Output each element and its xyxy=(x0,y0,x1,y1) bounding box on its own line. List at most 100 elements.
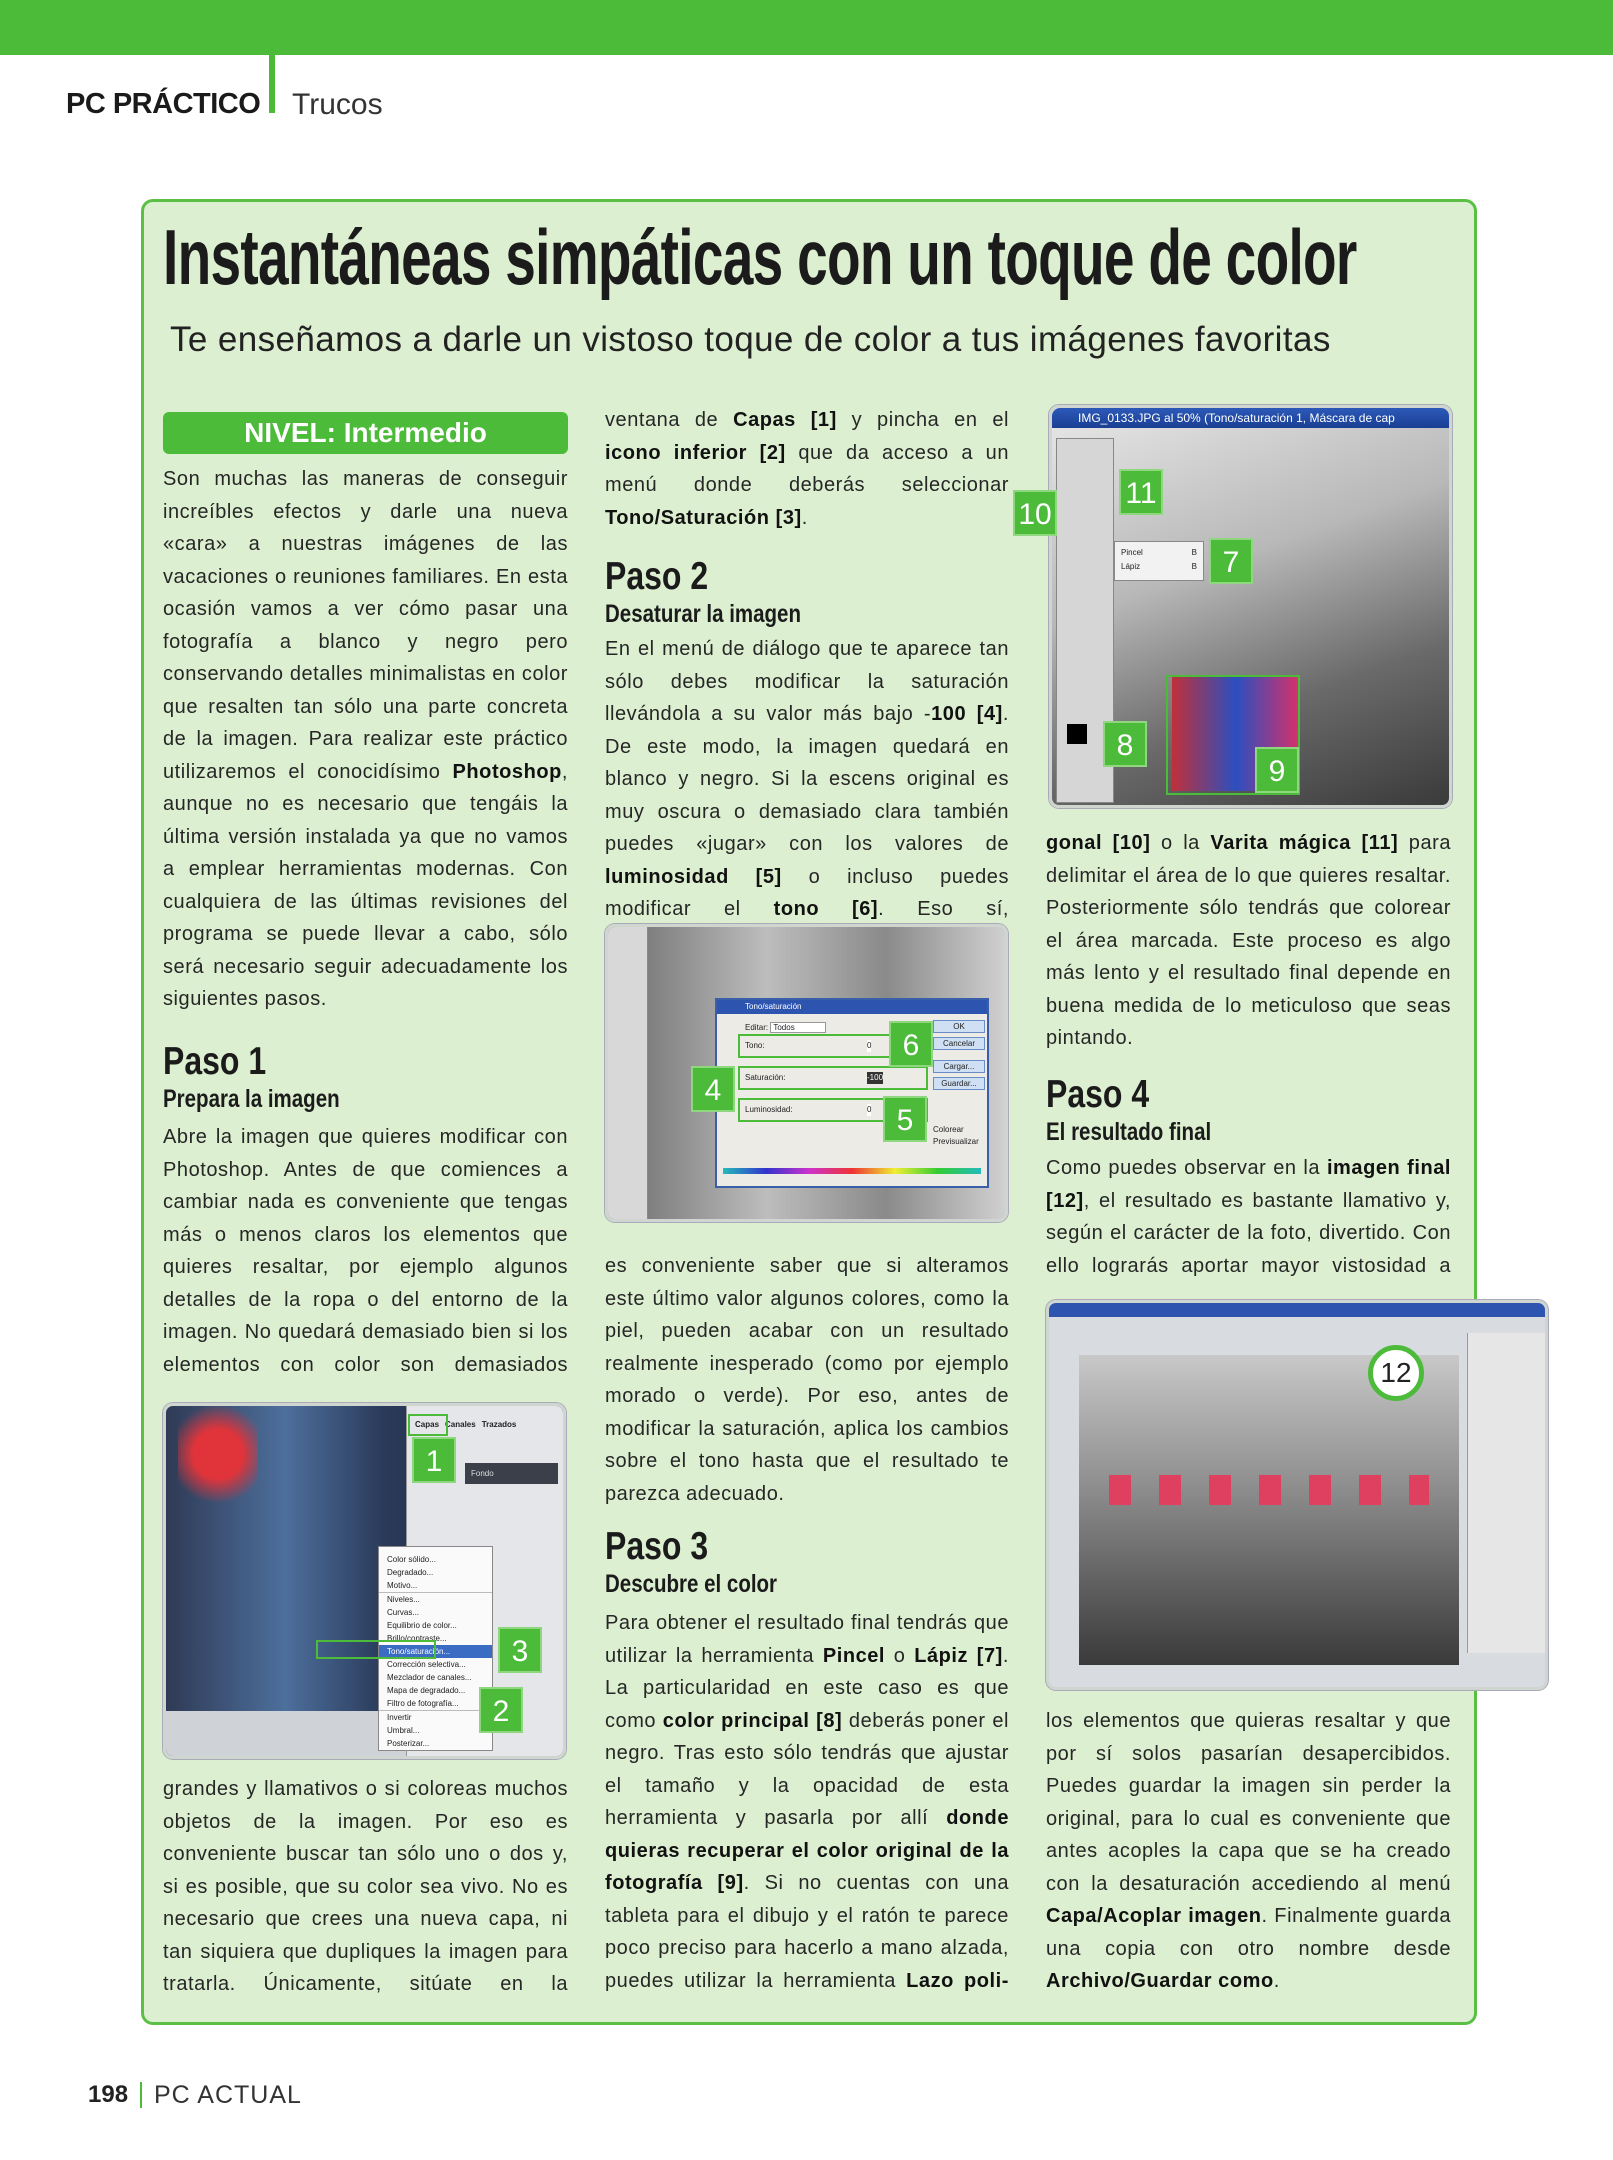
bold-text: imagen final [12] xyxy=(1046,1157,1451,1212)
top-color-bar xyxy=(0,0,1613,55)
text-run: , el resultado es bastante llamativo y, … xyxy=(1046,1189,1451,1277)
text-run: los elementos que quieras resaltar y que… xyxy=(1046,1710,1451,1895)
text-run: o la xyxy=(1150,832,1211,854)
text-run: es conveniente saber que si alteramos es… xyxy=(605,1255,1009,1505)
callout-7: 7 xyxy=(1209,538,1253,584)
menu-item: Invertir xyxy=(379,1710,492,1724)
bold-text: color principal [8] xyxy=(662,1709,843,1732)
colorize-checkbox: Colorear xyxy=(933,1125,964,1134)
callout-11: 11 xyxy=(1119,469,1163,515)
step-2-paragraph-cont: es conveniente saber que si alteramos es… xyxy=(605,1250,1009,1510)
palettes xyxy=(1467,1333,1545,1653)
callout-2: 2 xyxy=(479,1687,523,1733)
highlight-menu-item xyxy=(316,1640,436,1659)
tab-canales: Canales xyxy=(445,1420,476,1429)
brush-flyout: Pincel B Lápiz B xyxy=(1114,541,1204,581)
bold-text: luminosidad [5] xyxy=(605,865,782,888)
text-run: . xyxy=(801,506,808,529)
menu-item: Color sólido... xyxy=(387,1555,436,1564)
page-number: 198 xyxy=(88,2081,129,2108)
step-3-paragraph: Para obtener el resultado final tendrás … xyxy=(605,1607,1009,1997)
tools-screenshot: IMG_0133.JPG al 50% (Tono/saturación 1, … xyxy=(1013,405,1452,808)
magazine-name: PC ACTUAL xyxy=(154,2081,302,2109)
step-4-title: Paso 4 xyxy=(1046,1073,1150,1116)
lightness-label: Luminosidad: xyxy=(745,1105,793,1114)
callout-4: 4 xyxy=(691,1066,735,1112)
text-run: o incluso puedes modificar el xyxy=(605,865,1009,921)
lightness-value: 0 xyxy=(867,1104,872,1116)
menu-item: Degradado... xyxy=(387,1568,434,1577)
bold-text: Lazo poli- xyxy=(906,1969,1009,1992)
save-button: Guardar... xyxy=(933,1077,985,1090)
article-subtitle: Te enseñamos a darle un vistoso toque de… xyxy=(170,320,1331,359)
text-run: ventana de xyxy=(605,409,734,431)
step-1-paragraph-end: ventana de Capas [1] y pincha en el icon… xyxy=(605,404,1009,534)
step-2-subtitle: Desaturar la imagen xyxy=(605,600,801,628)
menu-item: Umbral... xyxy=(387,1726,420,1735)
step-1-title: Paso 1 xyxy=(163,1040,267,1083)
step-3-paragraph-cont: gonal [10] o la Varita mágica [11] para … xyxy=(1046,827,1451,1055)
dialog-title: Tono/saturación xyxy=(717,1000,987,1014)
highlight-capas-tab xyxy=(408,1414,448,1436)
edit-label: Editar: xyxy=(745,1023,769,1032)
adjustment-menu: Color sólido...Degradado...Motivo...Nive… xyxy=(378,1546,493,1751)
ok-button: OK xyxy=(933,1020,985,1033)
text-run: . xyxy=(1273,1970,1280,1992)
saturation-label: Saturación: xyxy=(745,1073,786,1082)
bold-text: 100 [4] xyxy=(931,703,1003,725)
bold-text: Varita mágica [11] xyxy=(1210,832,1399,854)
bold-text: Capa/Acoplar imagen xyxy=(1046,1905,1262,1927)
bold-text: donde quieras recuperar el color origina… xyxy=(605,1807,1009,1894)
bold-text: icono inferior [2] xyxy=(605,441,786,464)
load-button: Cargar... xyxy=(933,1060,985,1073)
menu-item: Equilibrio de color... xyxy=(387,1621,457,1630)
bold-text: gonal [10] xyxy=(1046,832,1151,854)
menu-item: Brillo/contraste... xyxy=(387,1634,447,1643)
tab-capas: Capas xyxy=(415,1420,440,1429)
bold-text: Lápiz [7] xyxy=(914,1644,1003,1667)
text-run: Como puedes observar en la xyxy=(1046,1157,1327,1179)
text-run: En el menú de diálogo que te aparece tan… xyxy=(605,638,1009,725)
bold-text: Capas [1] xyxy=(733,409,837,431)
cancel-button: Cancelar xyxy=(933,1037,985,1050)
text-run: Para obtener el resultado final tendrás … xyxy=(605,1612,1009,1667)
step-2-paragraph: En el menú de diálogo que te aparece tan… xyxy=(605,633,1009,926)
subsection-label: Trucos xyxy=(292,88,383,121)
bold-text: tono [6] xyxy=(773,898,879,920)
final-photo xyxy=(1079,1355,1459,1665)
step-4-paragraph-cont: los elementos que quieras resaltar y que… xyxy=(1046,1705,1451,1998)
callout-6: 6 xyxy=(889,1021,933,1067)
step-3-subtitle: Descubre el color xyxy=(605,1570,778,1598)
tab-trazados: Trazados xyxy=(481,1420,517,1429)
text-run: Son muchas las maneras de conseguir incr… xyxy=(163,468,568,783)
app-titlebar xyxy=(1049,1303,1545,1317)
menu-item: Curvas... xyxy=(387,1608,420,1617)
hue-saturation-screenshot: Tono/saturación Editar: Todos Tono: 0 Sa… xyxy=(605,924,1008,1222)
foreground-color-swatch xyxy=(1067,724,1087,744)
preview-checkbox: Previsualizar xyxy=(933,1137,979,1146)
callout-10: 10 xyxy=(1013,490,1057,536)
menu-item: Corrección selectiva... xyxy=(387,1660,466,1669)
text-run: y pincha en el xyxy=(836,409,1010,431)
hue-label: Tono: xyxy=(745,1041,765,1050)
layers-screenshot: Capas Canales Trazados Fondo Color sólid… xyxy=(163,1403,566,1759)
highlight-colored-area xyxy=(1166,675,1300,795)
text-run: , aunque no es necesario que tengáis la … xyxy=(163,760,568,1011)
shortcut-key: B xyxy=(1191,548,1197,557)
text-run: Abre la imagen que quieres modificar con… xyxy=(163,1126,568,1376)
level-badge: NIVEL: Intermedio xyxy=(163,412,568,454)
leis xyxy=(1109,1475,1429,1505)
toolbox xyxy=(608,927,648,1219)
hue-spectrum-bar xyxy=(723,1168,981,1174)
step-4-subtitle: El resultado final xyxy=(1046,1118,1212,1146)
text-run: . La particularidad en este caso es que … xyxy=(605,1644,1009,1732)
edit-select: Todos xyxy=(770,1022,826,1033)
pencil-brush-item: Pincel xyxy=(1121,548,1143,557)
callout-8: 8 xyxy=(1103,721,1147,767)
step-3-title: Paso 3 xyxy=(605,1525,709,1568)
callout-12: 12 xyxy=(1368,1345,1424,1401)
callout-5: 5 xyxy=(883,1096,927,1142)
menu-item: Motivo... xyxy=(387,1581,418,1590)
text-run: . Si no cuentas con una tableta para el … xyxy=(605,1872,1009,1992)
final-image-screenshot: 12 xyxy=(1046,1300,1548,1690)
